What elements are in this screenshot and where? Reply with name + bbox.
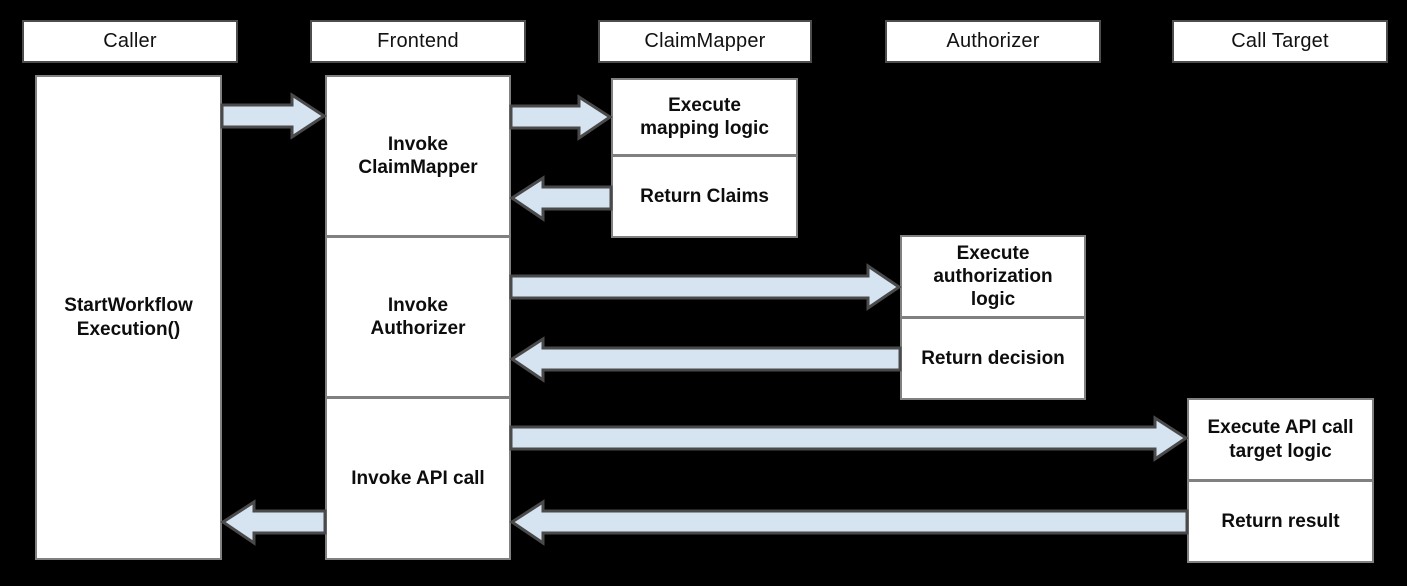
message-arrow-frontend-to-caller[interactable] bbox=[220, 499, 327, 546]
participant-header-claimmapper-label: ClaimMapper bbox=[644, 30, 766, 52]
step-box-calltarget-execute-api-target-label: Execute API call target logic bbox=[1207, 417, 1354, 462]
step-box-claimmapper-return-claims[interactable]: Return Claims bbox=[611, 155, 798, 238]
participant-header-claimmapper[interactable]: ClaimMapper bbox=[598, 20, 812, 63]
step-box-calltarget-execute-api-target[interactable]: Execute API call target logic bbox=[1187, 398, 1374, 481]
participant-header-authorizer-label: Authorizer bbox=[946, 30, 1040, 52]
participant-header-frontend-label: Frontend bbox=[377, 30, 459, 52]
participant-header-caller[interactable]: Caller bbox=[22, 20, 238, 63]
step-box-authorizer-execute-authorization-label: Execute authorization logic bbox=[933, 242, 1053, 311]
participant-header-calltarget[interactable]: Call Target bbox=[1172, 20, 1388, 63]
step-box-authorizer-return-decision[interactable]: Return decision bbox=[900, 317, 1086, 400]
message-arrow-caller-to-frontend[interactable] bbox=[220, 92, 327, 140]
step-box-caller-start-label: StartWorkflow Execution() bbox=[64, 295, 193, 340]
participant-header-frontend[interactable]: Frontend bbox=[310, 20, 526, 63]
step-box-authorizer-return-decision-label: Return decision bbox=[921, 347, 1065, 369]
participant-header-authorizer[interactable]: Authorizer bbox=[885, 20, 1101, 63]
step-box-frontend-invoke-authorizer-label: Invoke Authorizer bbox=[370, 294, 466, 339]
step-box-frontend-invoke-claimmapper[interactable]: Invoke ClaimMapper bbox=[325, 75, 511, 237]
step-box-frontend-invoke-api-call[interactable]: Invoke API call bbox=[325, 397, 511, 560]
message-arrow-authorizer-to-frontend[interactable] bbox=[509, 336, 902, 383]
step-box-calltarget-return-result-label: Return result bbox=[1221, 510, 1340, 532]
step-box-claimmapper-execute-mapping-label: Execute mapping logic bbox=[640, 94, 769, 139]
step-box-claimmapper-return-claims-label: Return Claims bbox=[640, 185, 769, 207]
step-box-caller-start[interactable]: StartWorkflow Execution() bbox=[35, 75, 222, 560]
message-arrow-claimmapper-to-frontend[interactable] bbox=[509, 175, 613, 222]
message-arrow-frontend-to-authorizer[interactable] bbox=[509, 263, 902, 311]
step-box-frontend-invoke-api-call-label: Invoke API call bbox=[351, 467, 485, 489]
message-arrow-frontend-to-calltarget[interactable] bbox=[509, 415, 1189, 462]
participant-header-caller-label: Caller bbox=[103, 30, 157, 52]
message-arrow-frontend-to-claimmapper[interactable] bbox=[509, 94, 613, 141]
step-box-frontend-invoke-claimmapper-label: Invoke ClaimMapper bbox=[358, 133, 478, 178]
step-box-claimmapper-execute-mapping[interactable]: Execute mapping logic bbox=[611, 78, 798, 156]
step-box-authorizer-execute-authorization[interactable]: Execute authorization logic bbox=[900, 235, 1086, 318]
participant-header-calltarget-label: Call Target bbox=[1231, 30, 1329, 52]
message-arrow-calltarget-to-frontend[interactable] bbox=[509, 499, 1189, 546]
step-box-calltarget-return-result[interactable]: Return result bbox=[1187, 480, 1374, 563]
step-box-frontend-invoke-authorizer[interactable]: Invoke Authorizer bbox=[325, 236, 511, 398]
